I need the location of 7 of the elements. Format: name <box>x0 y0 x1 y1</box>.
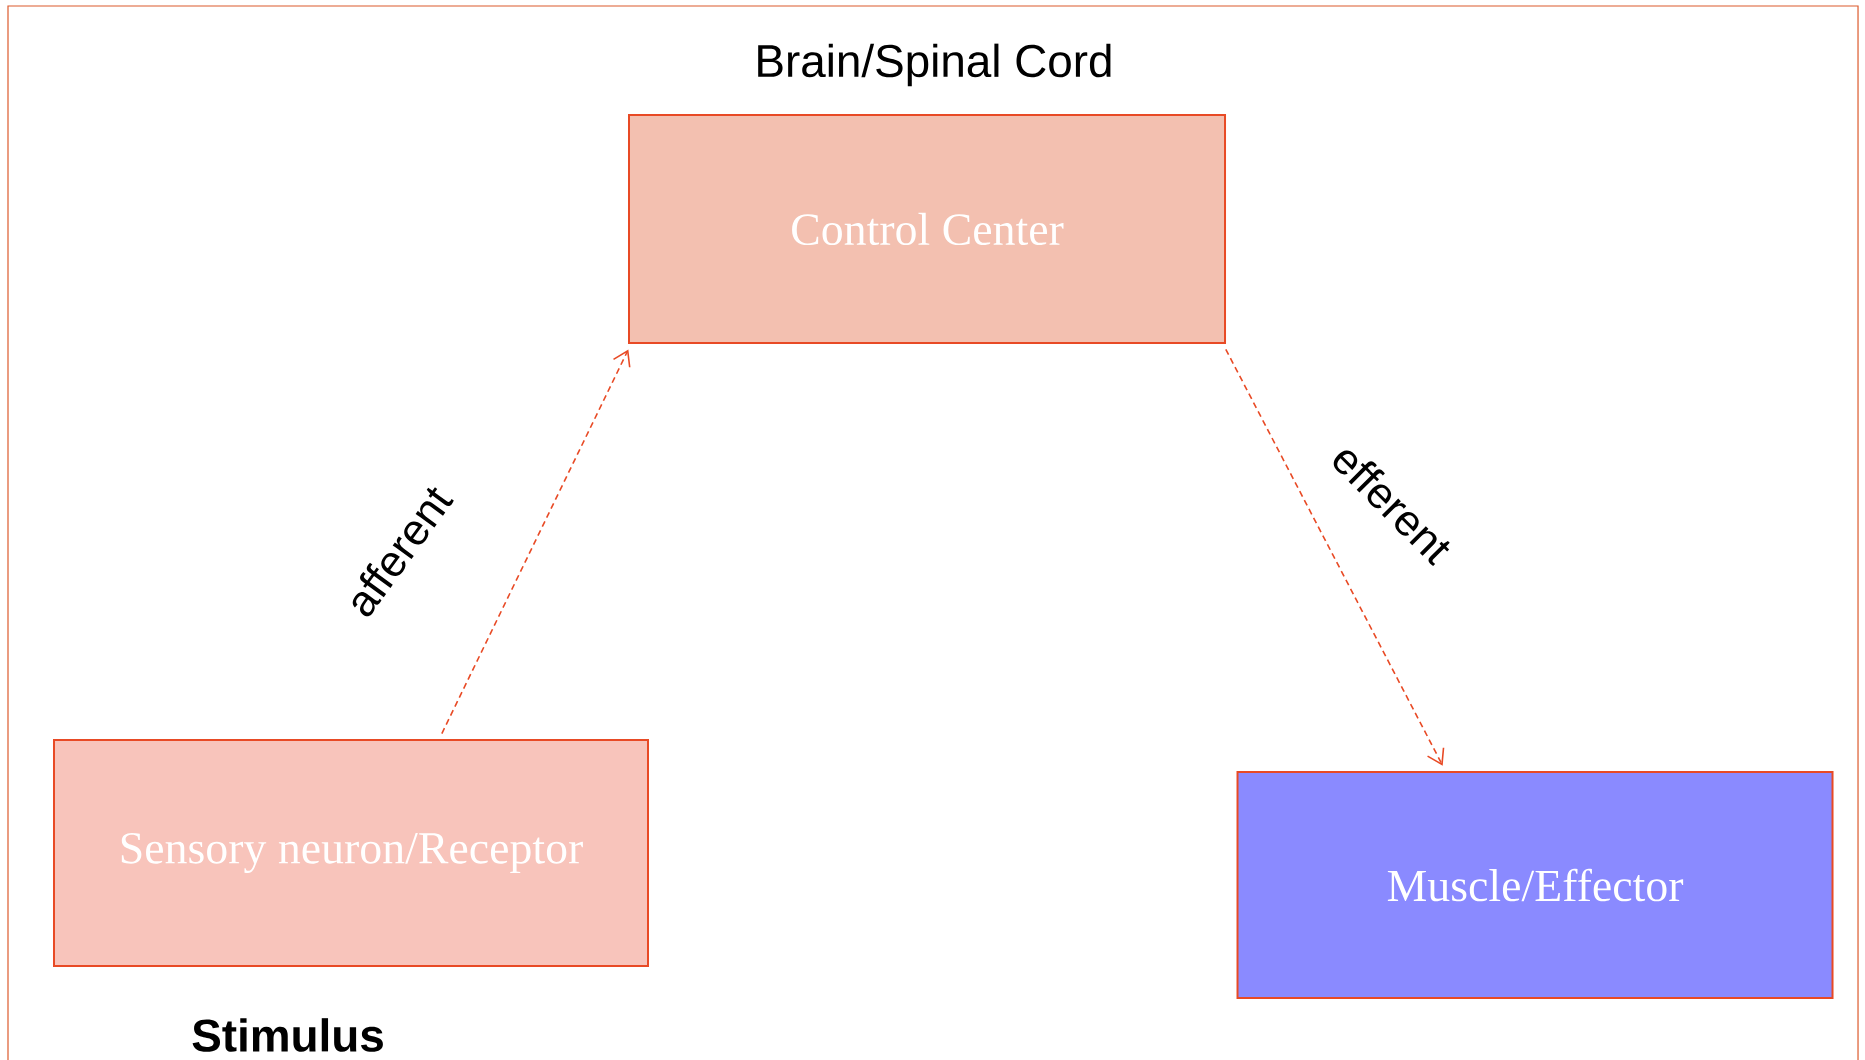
arrow <box>441 349 631 735</box>
process-box: Control Center <box>628 114 1226 344</box>
arrow <box>1225 348 1445 766</box>
process-box: Muscle/Effector <box>1236 771 1834 999</box>
caption-text: Stimulus <box>192 1018 383 1052</box>
caption-text: Brain/Spinal Cord <box>758 43 1111 87</box>
process-box: Sensory neuron/Receptor <box>53 739 649 967</box>
